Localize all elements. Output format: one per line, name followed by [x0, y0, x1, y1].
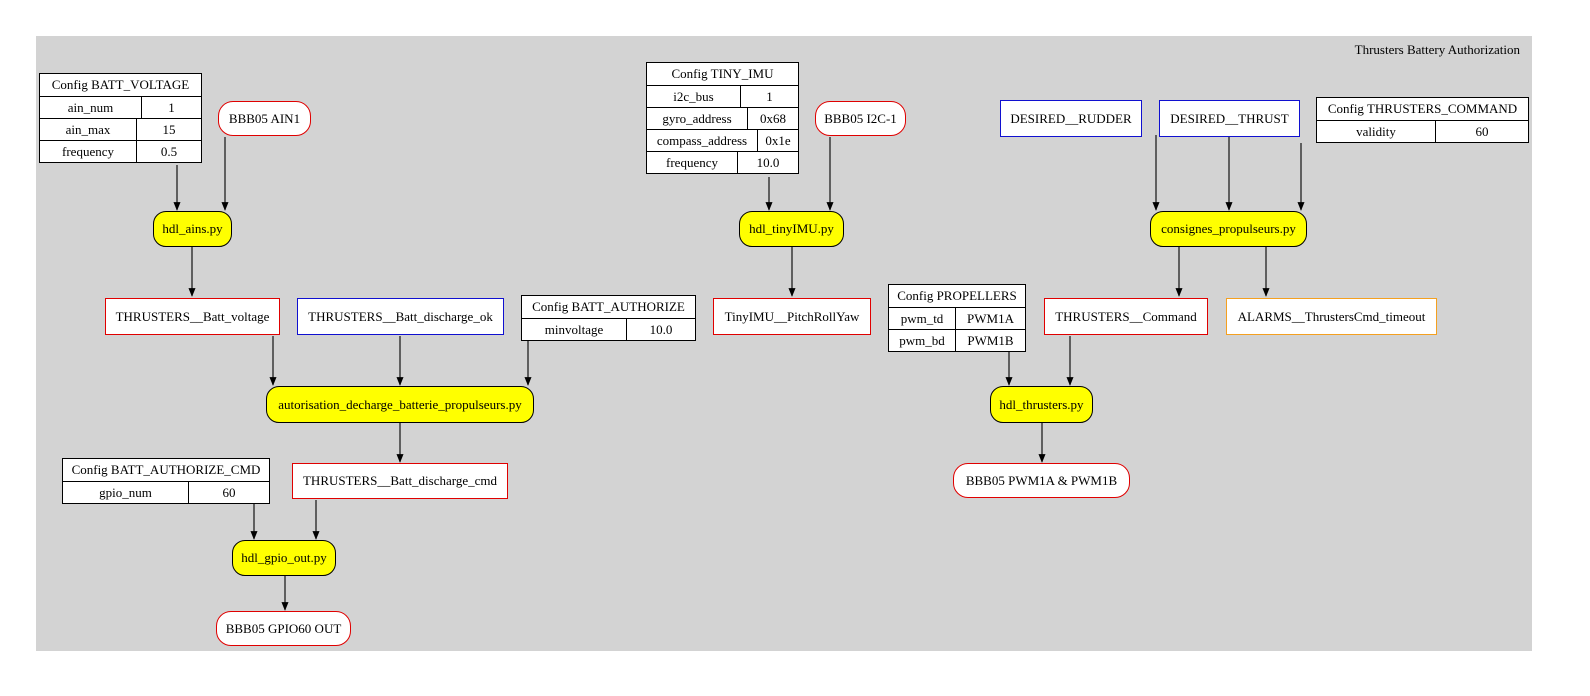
edges-layer — [173, 135, 1305, 611]
script-hdl-tinyimu: hdl_tinyIMU.py — [739, 211, 844, 247]
topic-desired-thrust: DESIRED__THRUST — [1159, 100, 1300, 137]
config-key: frequency — [40, 141, 137, 162]
config-value: 1 — [766, 88, 773, 104]
config-batt-voltage: Config BATT_VOLTAGE ain_num 1 ain_max 15 f… — [39, 73, 202, 163]
config-value: 0.5 — [160, 143, 178, 159]
config-row: pwm_td PWM1A — [889, 307, 1025, 329]
config-row: minvoltage 10.0 — [522, 318, 695, 340]
config-row: frequency 0.5 — [40, 140, 201, 162]
config-key: gpio_num — [63, 482, 189, 503]
topic-pitchrollyaw: TinyIMU__PitchRollYaw — [713, 298, 871, 335]
config-key: minvoltage — [522, 319, 627, 340]
config-tiny-imu: Config TINY_IMU i2c_bus 1 gyro_address 0x6… — [646, 62, 799, 174]
config-row: gpio_num 60 — [63, 481, 269, 503]
config-key: ain_num — [40, 97, 142, 118]
config-value: 15 — [162, 121, 176, 137]
config-batt-authorize-cmd-title: Config BATT_AUTHORIZE_CMD — [71, 462, 261, 477]
topic-alarm-thrusterscmd-timeout: ALARMS__ThrustersCmd_timeout — [1226, 298, 1437, 335]
config-value: 10.0 — [756, 154, 780, 170]
config-row: ain_num 1 — [40, 96, 201, 118]
config-row: validity 60 — [1317, 120, 1528, 142]
device-gpio60: BBB05 GPIO60 OUT — [216, 611, 351, 646]
topic-thrusters-command: THRUSTERS__Command — [1044, 298, 1208, 335]
config-value: 1 — [168, 99, 175, 115]
config-batt-authorize: Config BATT_AUTHORIZE minvoltage 10.0 — [521, 295, 696, 341]
config-value: 0x68 — [760, 110, 786, 126]
config-row: frequency 10.0 — [647, 151, 798, 173]
script-consignes-propulseurs: consignes_propulseurs.py — [1150, 211, 1307, 247]
device-pwm: BBB05 PWM1A & PWM1B — [953, 463, 1130, 498]
device-ain1: BBB05 AIN1 — [218, 101, 311, 136]
config-propellers-title: Config PROPELLERS — [897, 288, 1017, 303]
config-batt-voltage-title: Config BATT_VOLTAGE — [51, 77, 190, 92]
config-value: 60 — [222, 484, 236, 500]
config-key: pwm_td — [889, 308, 956, 329]
topic-desired-rudder: DESIRED__RUDDER — [1000, 100, 1142, 137]
config-key: gyro_address — [647, 108, 748, 129]
config-row: i2c_bus 1 — [647, 85, 798, 107]
config-row: compass_address 0x1e — [647, 129, 798, 151]
config-thrusters-command-title: Config THRUSTERS_COMMAND — [1327, 101, 1518, 116]
config-value: 10.0 — [649, 321, 673, 337]
config-thrusters-command: Config THRUSTERS_COMMAND validity 60 — [1316, 97, 1529, 143]
script-autorisation: autorisation_decharge_batterie_propulseu… — [266, 386, 534, 423]
config-key: validity — [1317, 121, 1436, 142]
config-value: PWM1B — [967, 332, 1014, 348]
config-value: 60 — [1475, 123, 1489, 139]
script-hdl-ains: hdl_ains.py — [153, 211, 232, 247]
config-key: ain_max — [40, 119, 137, 140]
config-row: ain_max 15 — [40, 118, 201, 140]
config-key: pwm_bd — [889, 330, 956, 351]
config-key: i2c_bus — [647, 86, 741, 107]
config-key: compass_address — [647, 130, 758, 151]
config-key: frequency — [647, 152, 738, 173]
config-row: pwm_bd PWM1B — [889, 329, 1025, 351]
config-value: 0x1e — [765, 132, 791, 148]
graph-title: Thrusters Battery Authorization — [1354, 42, 1520, 57]
config-value: PWM1A — [967, 310, 1014, 326]
config-batt-authorize-cmd: Config BATT_AUTHORIZE_CMD gpio_num 60 — [62, 458, 270, 504]
config-propellers: Config PROPELLERS pwm_td PWM1A pwm_bd PWM1… — [888, 284, 1026, 352]
script-hdl-gpio-out: hdl_gpio_out.py — [232, 540, 336, 576]
topic-batt-discharge-ok: THRUSTERS__Batt_discharge_ok — [297, 298, 504, 335]
topic-batt-voltage: THRUSTERS__Batt_voltage — [105, 298, 280, 335]
config-tiny-imu-title: Config TINY_IMU — [671, 66, 774, 81]
device-i2c1: BBB05 I2C-1 — [815, 101, 906, 136]
script-hdl-thrusters: hdl_thrusters.py — [990, 386, 1093, 423]
graph-canvas: Thrusters Battery Authorization — [36, 36, 1532, 651]
config-batt-authorize-title: Config BATT_AUTHORIZE — [532, 299, 685, 314]
topic-batt-discharge-cmd: THRUSTERS__Batt_discharge_cmd — [292, 463, 508, 499]
config-row: gyro_address 0x68 — [647, 107, 798, 129]
